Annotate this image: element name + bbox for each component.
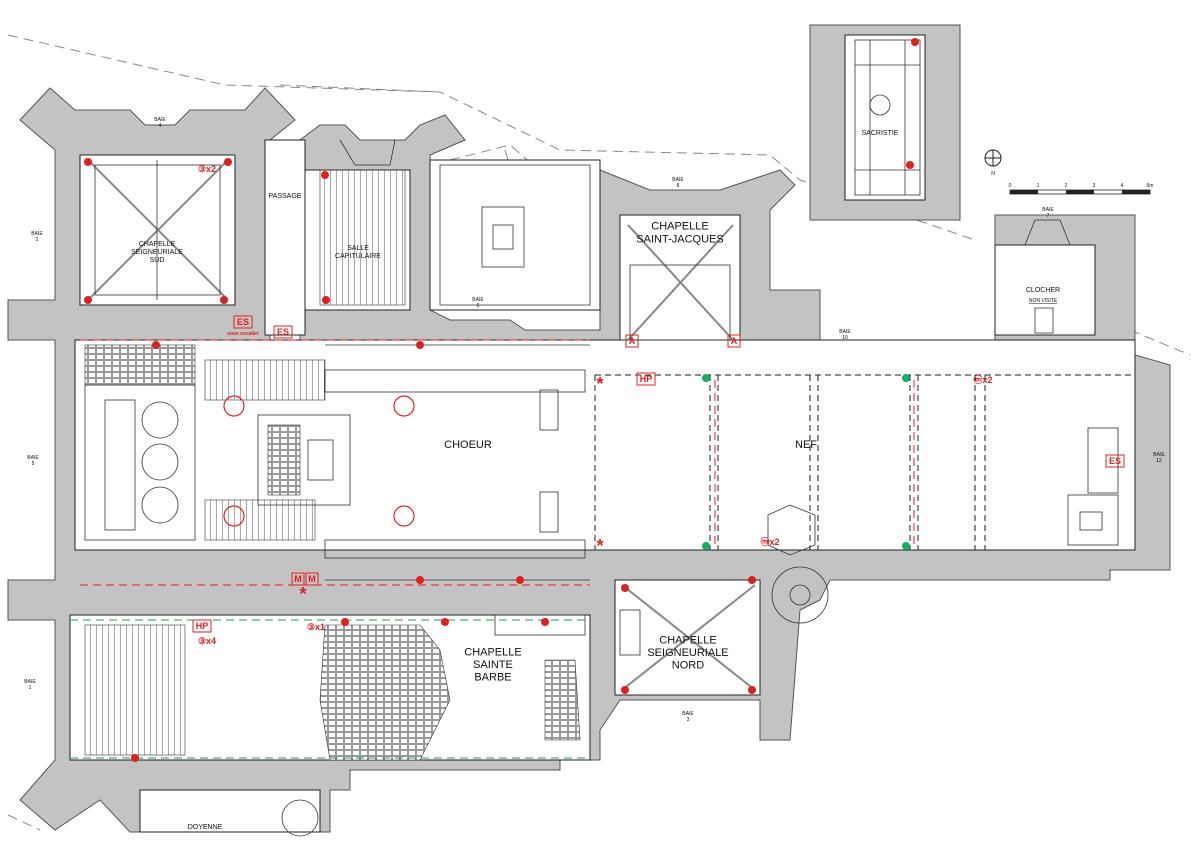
es-label: ES — [237, 317, 249, 327]
label-clocher: CLOCHER — [1026, 287, 1060, 294]
es-marker-1: ES — [233, 315, 253, 329]
svg-text:ⓜx2: ⓜx2 — [760, 536, 779, 547]
svg-text:0: 0 — [1009, 183, 1012, 189]
svg-text:2: 2 — [1065, 183, 1068, 189]
chandeliers — [223, 395, 415, 527]
svg-text:1: 1 — [1037, 183, 1040, 189]
hp-marker-2: HP — [192, 619, 212, 633]
green-markers — [702, 374, 910, 550]
south-chapel-vault — [87, 159, 229, 301]
svg-text:5m: 5m — [1147, 183, 1154, 189]
label-nef: NEF — [795, 439, 817, 451]
es-marker-3: ES — [1105, 454, 1125, 468]
svg-text:③x2: ③x2 — [198, 164, 216, 174]
es-marker-2: ES — [273, 325, 293, 339]
svg-text:ES: ES — [1109, 456, 1121, 466]
svg-text:*: * — [596, 374, 603, 394]
svg-text:③x1: ③x1 — [307, 622, 325, 632]
svg-text:M: M — [308, 574, 316, 584]
north-compass: N — [984, 149, 1002, 177]
m-marker-2: M — [305, 572, 319, 586]
a-marker-2: A — [727, 334, 741, 348]
survey-lines — [70, 339, 915, 759]
choir-furniture — [84, 344, 590, 581]
a-marker-1: A — [625, 334, 639, 348]
svg-text:3: 3 — [1093, 183, 1096, 189]
hp-marker-1: HP — [636, 372, 656, 386]
svg-text:sous escalier: sous escalier — [227, 331, 259, 337]
sainte-barbe-floor — [84, 614, 586, 761]
svg-text:4: 4 — [1121, 183, 1124, 189]
clocher-details — [1024, 219, 1071, 334]
label-non-visite: NON VISITE — [1029, 298, 1058, 304]
label-choeur: CHOEUR — [444, 439, 492, 451]
courtyard-well — [439, 164, 591, 306]
spiral-stair — [281, 566, 829, 837]
svg-text:A: A — [629, 336, 636, 346]
salle-capitulaire-floor — [319, 139, 406, 306]
scale-bar: 0 1 2 3 4 5m — [1009, 183, 1154, 195]
svg-text:M: M — [294, 574, 302, 584]
saint-jacques-vault — [627, 224, 734, 341]
sacristie-vault — [854, 39, 921, 196]
label-passage: PASSAGE — [269, 193, 302, 200]
m-marker-1: M — [291, 572, 305, 586]
svg-text:HP: HP — [196, 621, 209, 631]
svg-text:③x4: ③x4 — [198, 636, 216, 646]
north-chapel-vault — [619, 584, 756, 691]
svg-text:HP: HP — [640, 374, 653, 384]
svg-text:ⓜx2: ⓜx2 — [973, 374, 992, 385]
svg-text:*: * — [596, 536, 603, 556]
label-sacristie: SACRISTIE — [862, 130, 899, 137]
svg-text:A: A — [731, 336, 738, 346]
nave-bays — [594, 374, 1135, 556]
count-labels: ③x2 ⓜx2 ⓜx2 ③x4 ③x1 sous escalier * * * — [198, 164, 993, 646]
svg-text:*: * — [299, 584, 306, 604]
svg-text:N: N — [991, 171, 995, 177]
label-doyenne: DOYENNE — [188, 824, 223, 831]
red-dot-markers — [84, 38, 919, 762]
svg-text:ES: ES — [277, 327, 289, 337]
